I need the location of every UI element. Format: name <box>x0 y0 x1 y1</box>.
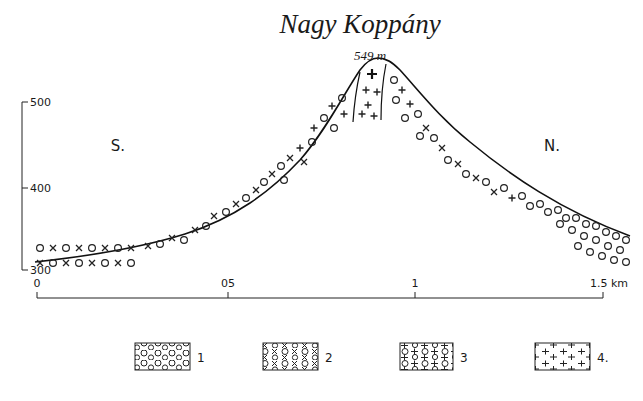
legend-number: 2 <box>325 352 333 364</box>
elevation-label: 549 m <box>354 49 386 62</box>
scale-number: 400 <box>30 183 51 194</box>
scale-number: 05 <box>221 278 235 289</box>
legend-number: 4. <box>597 352 608 364</box>
legend-number: 1 <box>197 352 205 364</box>
diagram-title: Nagy Koppány <box>279 11 440 38</box>
legend-number: 3 <box>460 352 468 364</box>
scale-number: 300 <box>30 265 51 276</box>
direction-label: N. <box>544 139 560 154</box>
scale-number: 1.5 km <box>590 278 628 289</box>
scale-number: 0 <box>34 278 41 289</box>
direction-label: S. <box>111 139 125 154</box>
scale-number: 500 <box>30 97 51 108</box>
scale-number: 1 <box>412 278 419 289</box>
